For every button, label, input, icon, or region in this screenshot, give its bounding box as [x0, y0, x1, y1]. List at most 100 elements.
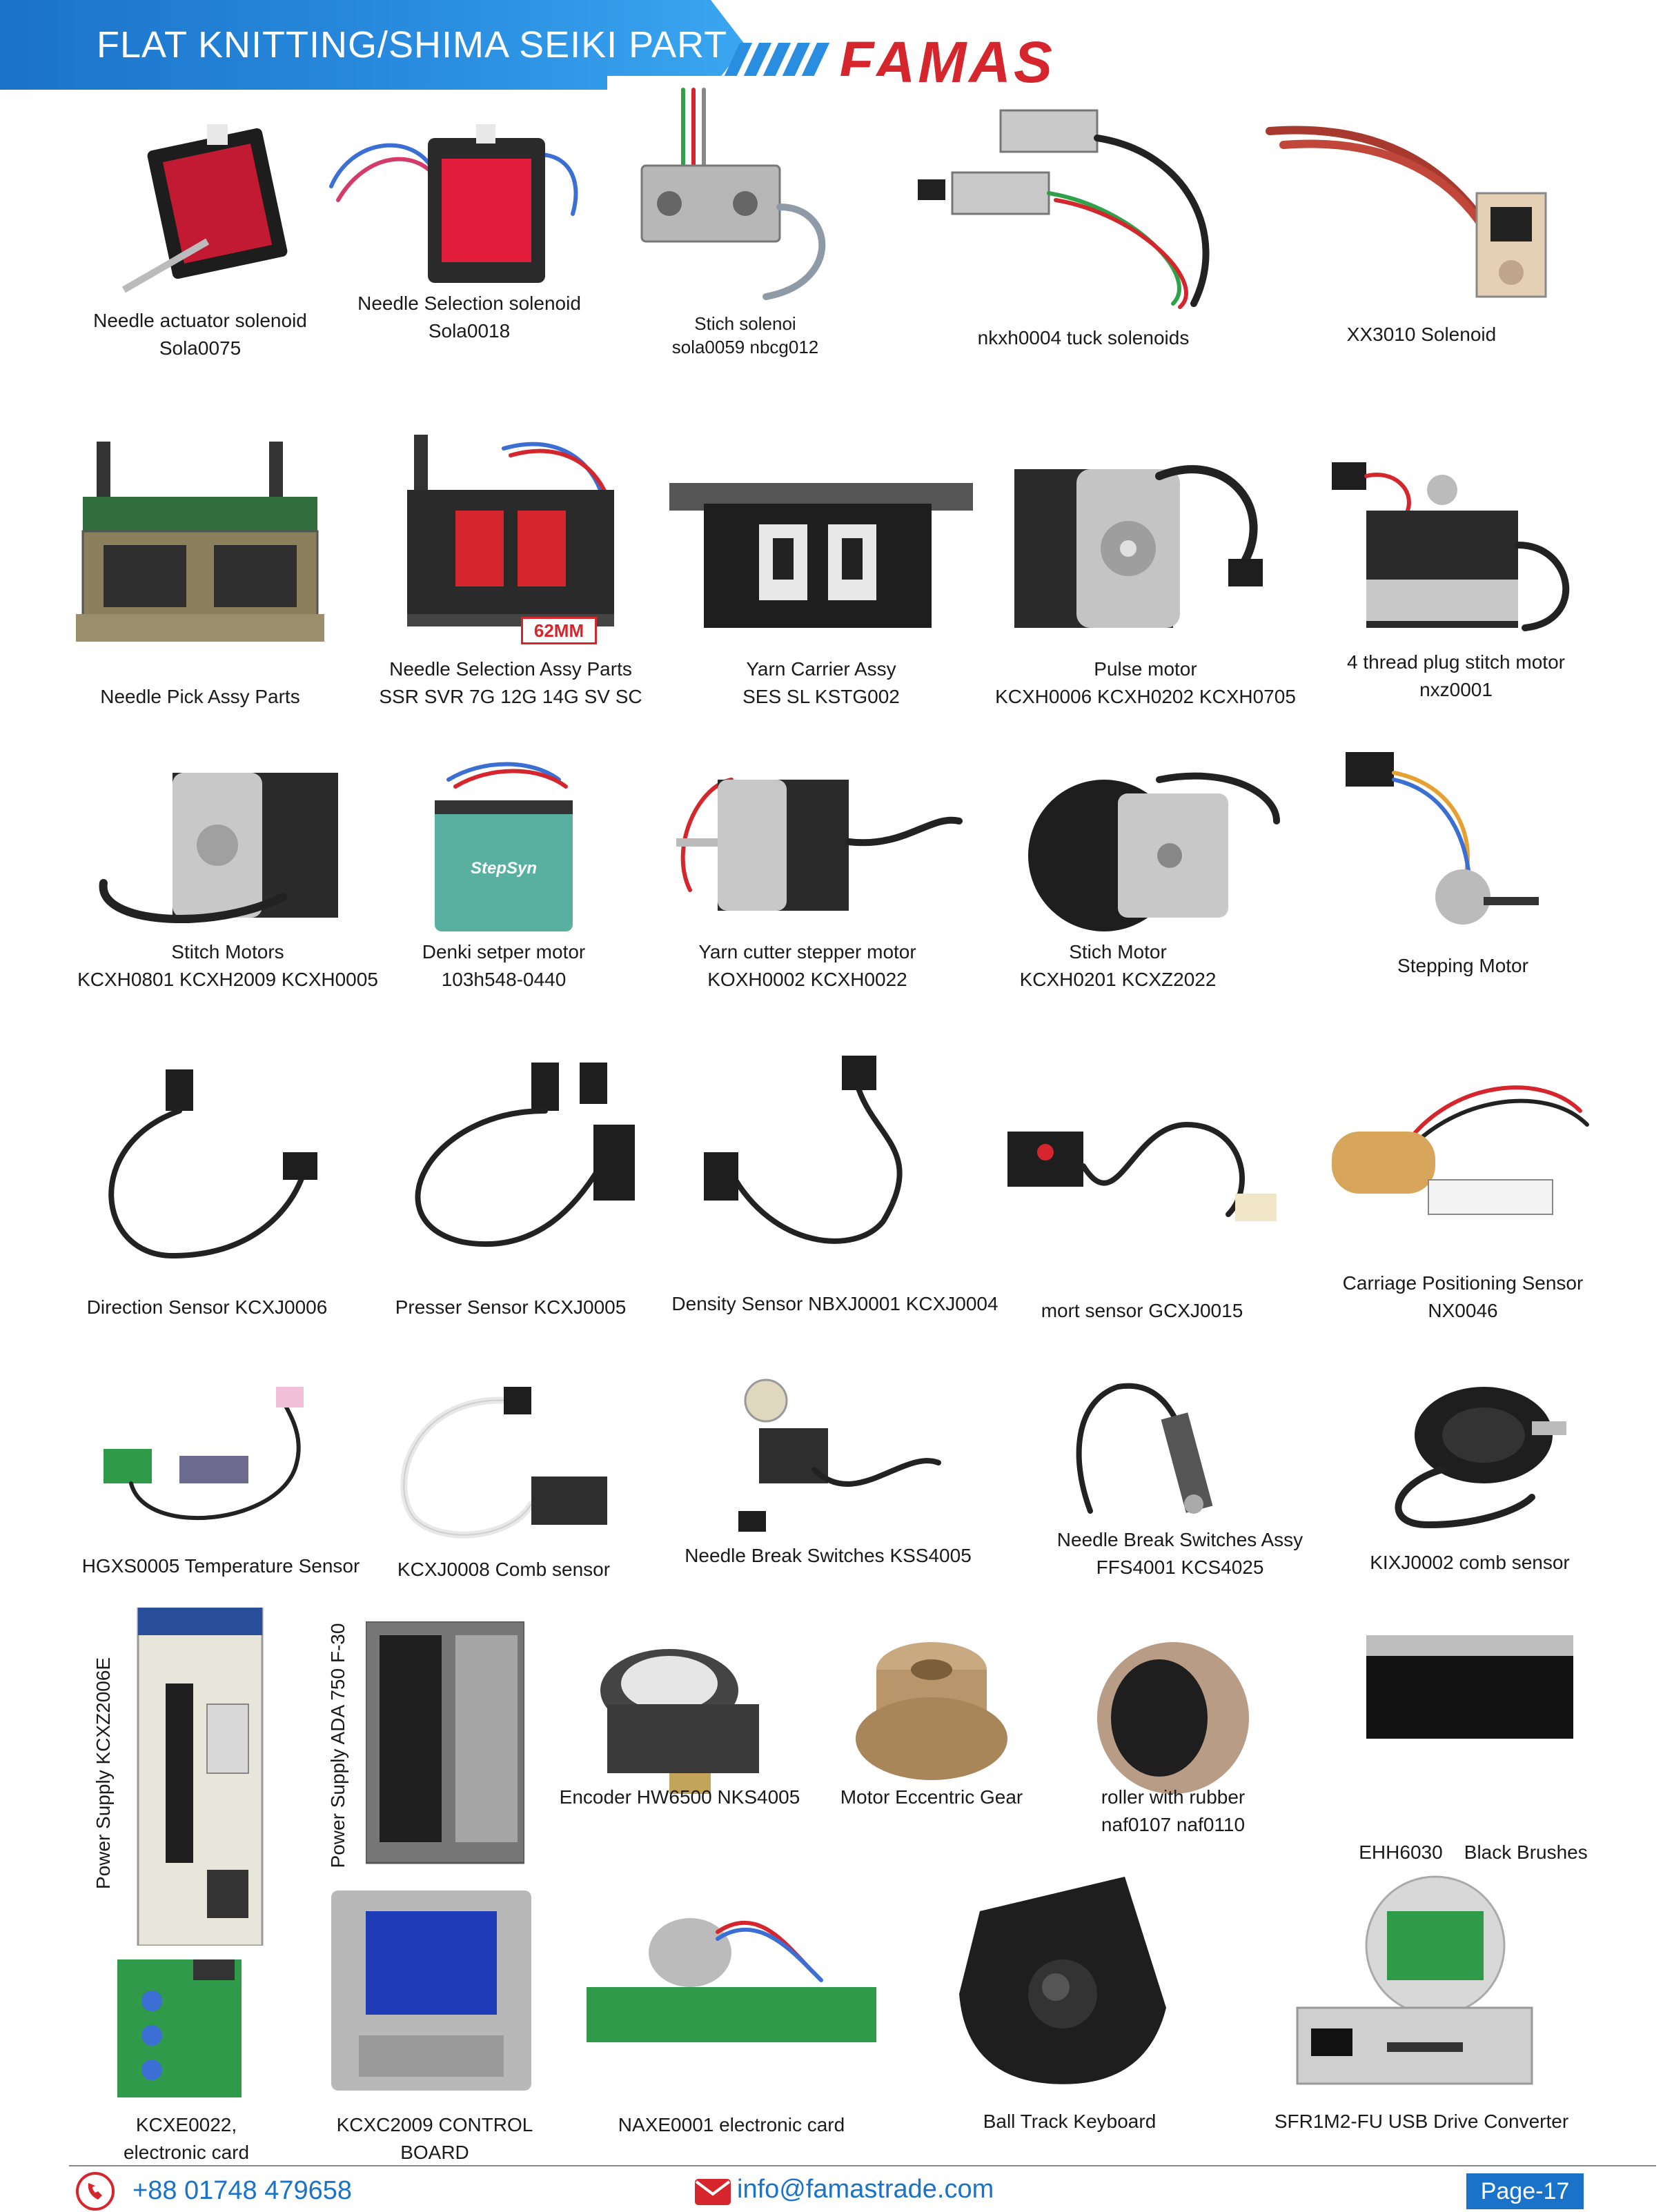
caption: KCXE0022,electronic card	[123, 2114, 250, 2163]
pulse-motor-image	[987, 428, 1304, 649]
usb-drive-converter-image	[1270, 1870, 1587, 2097]
stitch-motors-image	[76, 766, 380, 938]
phone-number[interactable]: +88 01748 479658	[132, 2176, 353, 2205]
caption: XX3010 Solenoid	[1346, 324, 1497, 345]
caption: Presser Sensor KCXJ0005	[395, 1296, 627, 1318]
caption: Encoder HW6500 NKS4005	[559, 1786, 800, 1808]
page-title: FLAT KNITTING/SHIMA SEIKI PART	[97, 24, 728, 66]
product-motor-eccentric-gear: Motor Eccentric Gear	[828, 1621, 1035, 1856]
product-kixj0002-comb-sensor: KIXJ0002 comb sensor	[1339, 1373, 1601, 1601]
roller-image	[1063, 1621, 1283, 1801]
density-sensor-image	[676, 1049, 994, 1276]
stich-solenoid-image	[607, 76, 883, 317]
needle-break-switch-image	[676, 1373, 980, 1539]
caption: EHH6030 Black Brushes	[1359, 1841, 1588, 1863]
caption: NAXE0001 electronic card	[618, 2114, 845, 2135]
brush-image	[1339, 1628, 1608, 1801]
title-banner	[0, 0, 745, 90]
yarn-carrier-image	[662, 442, 980, 635]
carriage-sensor-image	[1318, 1056, 1608, 1263]
caption: nkxh0004 tuck solenoids	[977, 327, 1190, 348]
caption: Motor Eccentric Gear	[840, 1786, 1023, 1808]
vertical-caption: Power Supply ADA 750 F-30	[327, 1623, 348, 1868]
decorative-stripes	[722, 43, 835, 79]
size-badge: 62MM	[521, 617, 597, 644]
page-footer: +88 01748 479658 info@famastrade.com Pag…	[0, 2166, 1663, 2212]
caption: KCXJ0008 Comb sensor	[397, 1559, 611, 1580]
product-kcxc2009-control-board: KCXC2009 CONTROL BOARD	[304, 1884, 566, 2163]
caption: KCXC2009 CONTROL BOARD	[336, 2114, 533, 2163]
phone-icon	[76, 2172, 115, 2211]
needle-pick-assy-image	[62, 428, 338, 649]
email-icon	[695, 2179, 731, 2205]
page-number-badge: Page-17	[1466, 2173, 1584, 2209]
email-address[interactable]: info@famastrade.com	[737, 2175, 994, 2204]
mort-sensor-image	[994, 1083, 1290, 1263]
power-supply-ada-image	[366, 1621, 524, 1870]
gear-image	[828, 1621, 1035, 1801]
caption: Direction Sensor KCXJ0006	[86, 1296, 328, 1318]
comb-sensor-image	[373, 1380, 635, 1546]
control-board-image	[304, 1884, 566, 2104]
power-supply-servo-image	[131, 1608, 269, 1953]
rotary-encoder-image	[1339, 1373, 1601, 1539]
needle-break-assy-image	[1035, 1373, 1325, 1525]
product-power-supply-ada750: Power Supply ADA 750 F-30	[317, 1614, 538, 1877]
ball-track-keyboard-image	[938, 1870, 1201, 2097]
caption: Needle Pick Assy Parts	[100, 686, 300, 707]
product-density-sensor: Density Sensor NBXJ0001 KCXJ0004	[671, 1049, 998, 1339]
product-xx3010-solenoid: XX3010 Solenoid	[1256, 110, 1587, 373]
product-comb-sensor-kcxj0008: KCXJ0008 Comb sensor	[373, 1380, 635, 1601]
product-naxe0001-electronic-card: NAXE0001 electronic card	[580, 1890, 883, 2146]
product-usb-drive-converter: SFR1M2-FU USB Drive Converter	[1270, 1870, 1587, 2146]
presser-sensor-image	[373, 1049, 649, 1276]
product-temperature-sensor: HGXS0005 Temperature Sensor	[76, 1373, 366, 1601]
product-stepping-motor: Stepping Motor	[1325, 745, 1601, 1007]
stepsyn-label: StepSyn	[470, 859, 538, 878]
product-power-supply-kcxz2006e: Power Supply KCXZ2006E	[90, 1608, 297, 1953]
caption: Stepping Motor	[1397, 955, 1528, 976]
caption: KIXJ0002 comb sensor	[1370, 1552, 1570, 1573]
product-kcxe0022: KCXE0022,electronic card	[90, 1946, 283, 2166]
product-direction-sensor: Direction Sensor KCXJ0006	[69, 1063, 345, 1339]
encoder-image	[566, 1628, 794, 1808]
naxe-card-image	[580, 1890, 883, 2084]
caption: Needle Break Switches KSS4005	[685, 1545, 972, 1566]
solenoid-red-image	[69, 110, 331, 304]
footer-divider	[69, 2165, 1656, 2166]
tuck-solenoid-image	[911, 97, 1256, 317]
product-tuck-solenoids: nkxh0004 tuck solenoids	[911, 97, 1256, 373]
page-header: FLAT KNITTING/SHIMA SEIKI PART FAMAS	[0, 0, 1663, 103]
yarn-cutter-motor-image	[642, 745, 973, 938]
product-ball-track-keyboard: Ball Track Keyboard	[938, 1870, 1201, 2146]
direction-sensor-image	[69, 1063, 345, 1276]
solenoid-blue-wires-image	[324, 110, 614, 304]
product-black-brushes: EHH6030 Black Brushes	[1339, 1628, 1608, 1863]
caption: HGXS0005 Temperature Sensor	[81, 1555, 360, 1577]
caption: SFR1M2-FU USB Drive Converter	[1274, 2111, 1569, 2132]
needle-selection-assy-image	[380, 428, 642, 649]
product-mort-sensor: mort sensor GCXJ0015	[994, 1083, 1290, 1339]
stitch-motor-image	[1311, 442, 1601, 635]
